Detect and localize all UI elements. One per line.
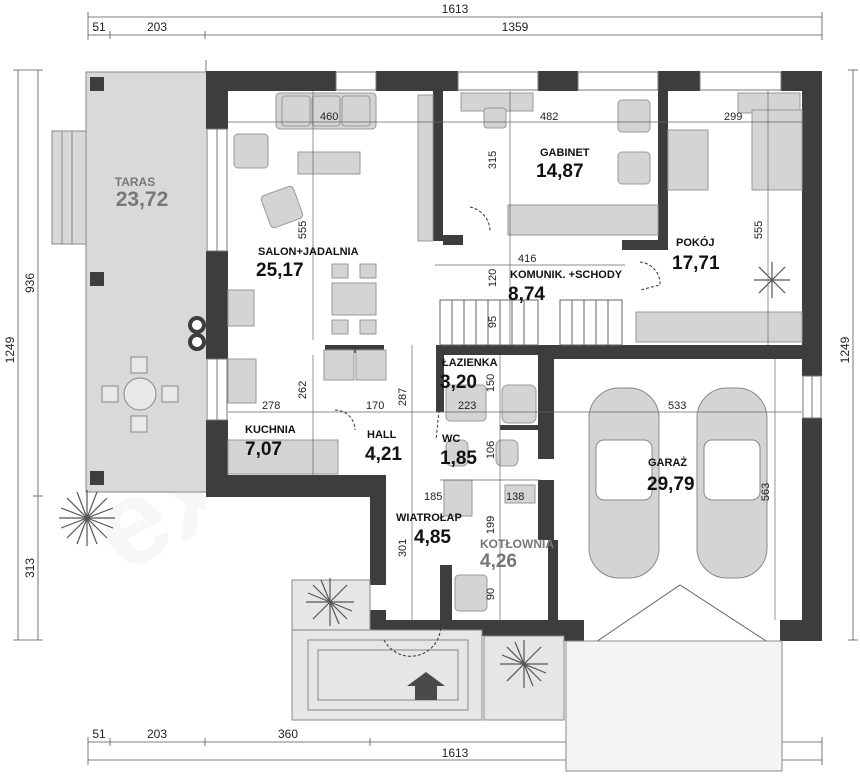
terrace <box>51 71 208 493</box>
dim-garaz-w: 533 <box>668 400 686 412</box>
room-name-garaz: GARAŻ <box>648 456 687 469</box>
dim-bottom-seg2: 203 <box>147 727 167 741</box>
room-name-gabinet: GABINET <box>540 147 590 159</box>
room-name-kuchnia: KUCHNIA <box>245 424 296 436</box>
dim-left-total: 1249 <box>3 336 17 363</box>
dim-right-total: 1249 <box>838 336 852 363</box>
dim-komunik-h1: 120 <box>487 269 499 287</box>
dim-salon-h: 555 <box>297 221 309 239</box>
dim-bottom-seg3: 360 <box>278 727 298 741</box>
door-swings <box>334 206 661 657</box>
windows <box>206 71 822 421</box>
room-name-kotlownia: KOTŁOWNIA <box>480 537 554 551</box>
dim-kotlownia-w: 138 <box>506 491 524 503</box>
furniture <box>227 92 803 612</box>
room-name-hall: HALL <box>367 429 397 441</box>
dim-small-90: 90 <box>485 588 497 600</box>
dim-salon-w: 460 <box>320 111 338 123</box>
inner-dimension-lines <box>228 91 802 620</box>
dim-pokoj-w: 299 <box>724 111 742 123</box>
room-area-wiatrolap: 4,85 <box>414 527 451 548</box>
dim-wiatrolap-w: 185 <box>424 491 442 503</box>
dim-pokoj-h: 555 <box>753 221 765 239</box>
dim-komunik-w: 416 <box>518 253 536 265</box>
dim-kotlownia-h: 199 <box>485 516 497 534</box>
fireplace-icon <box>188 316 206 351</box>
dim-top-seg3: 1359 <box>502 20 529 34</box>
room-area-kotlownia: 4,26 <box>480 551 517 572</box>
dim-top-seg1: 51 <box>92 20 106 34</box>
room-name-pokoj: POKÓJ <box>676 236 715 249</box>
room-area-salon: 25,17 <box>256 260 304 281</box>
entrance-area <box>291 579 783 772</box>
room-name-wc: WC <box>442 433 460 445</box>
dim-left-313: 313 <box>23 558 37 578</box>
dim-top-seg2: 203 <box>147 20 167 34</box>
entrance-arrow-icon <box>407 672 445 700</box>
dim-wc-h: 106 <box>485 441 497 459</box>
room-name-taras: TARAS <box>115 175 155 189</box>
dimensions-right <box>848 69 858 641</box>
dim-wiatrolap-h: 301 <box>397 539 409 557</box>
room-area-hall: 4,21 <box>365 444 402 465</box>
dim-kuchnia-h: 262 <box>297 381 309 399</box>
dim-lazienka-w: 223 <box>458 400 476 412</box>
room-name-salon: SALON+JADALNIA <box>258 246 359 258</box>
room-area-pokoj: 17,71 <box>672 253 720 274</box>
walls <box>206 71 822 641</box>
room-area-komunik: 8,74 <box>508 284 545 305</box>
dim-lazienka-h: 150 <box>485 374 497 392</box>
dim-bottom-seg1: 51 <box>92 727 106 741</box>
room-area-garaz: 29,79 <box>647 474 695 495</box>
dim-hall-h: 287 <box>397 388 409 406</box>
dim-gabinet-h: 315 <box>487 151 499 169</box>
room-area-lazienka: 3,20 <box>440 372 477 393</box>
room-area-gabinet: 14,87 <box>536 161 584 182</box>
dimensions-left <box>13 69 43 641</box>
stairs-icon <box>439 299 623 346</box>
room-area-kuchnia: 7,07 <box>245 439 282 460</box>
dim-garaz-h: 563 <box>760 483 772 501</box>
car-icon <box>588 387 768 579</box>
dimensions-top <box>87 12 823 75</box>
dim-komunik-h2: 95 <box>487 316 499 328</box>
room-name-komunik: KOMUNIK. +SCHODY <box>510 269 623 281</box>
dim-bottom-total: 1613 <box>442 746 469 760</box>
dim-left-936: 936 <box>23 273 37 293</box>
dim-hall-w: 170 <box>366 400 384 412</box>
dim-top-total: 1613 <box>442 2 469 16</box>
dim-kuchnia-w: 278 <box>262 400 280 412</box>
room-name-wiatrolap: WIATROŁAP <box>396 512 462 524</box>
plant-icon <box>59 262 790 688</box>
room-name-lazienka: ŁAZIENKA <box>442 357 498 369</box>
dim-gabinet-w: 482 <box>540 111 558 123</box>
room-area-taras: 23,72 <box>116 188 169 211</box>
room-area-wc: 1,85 <box>440 448 477 469</box>
